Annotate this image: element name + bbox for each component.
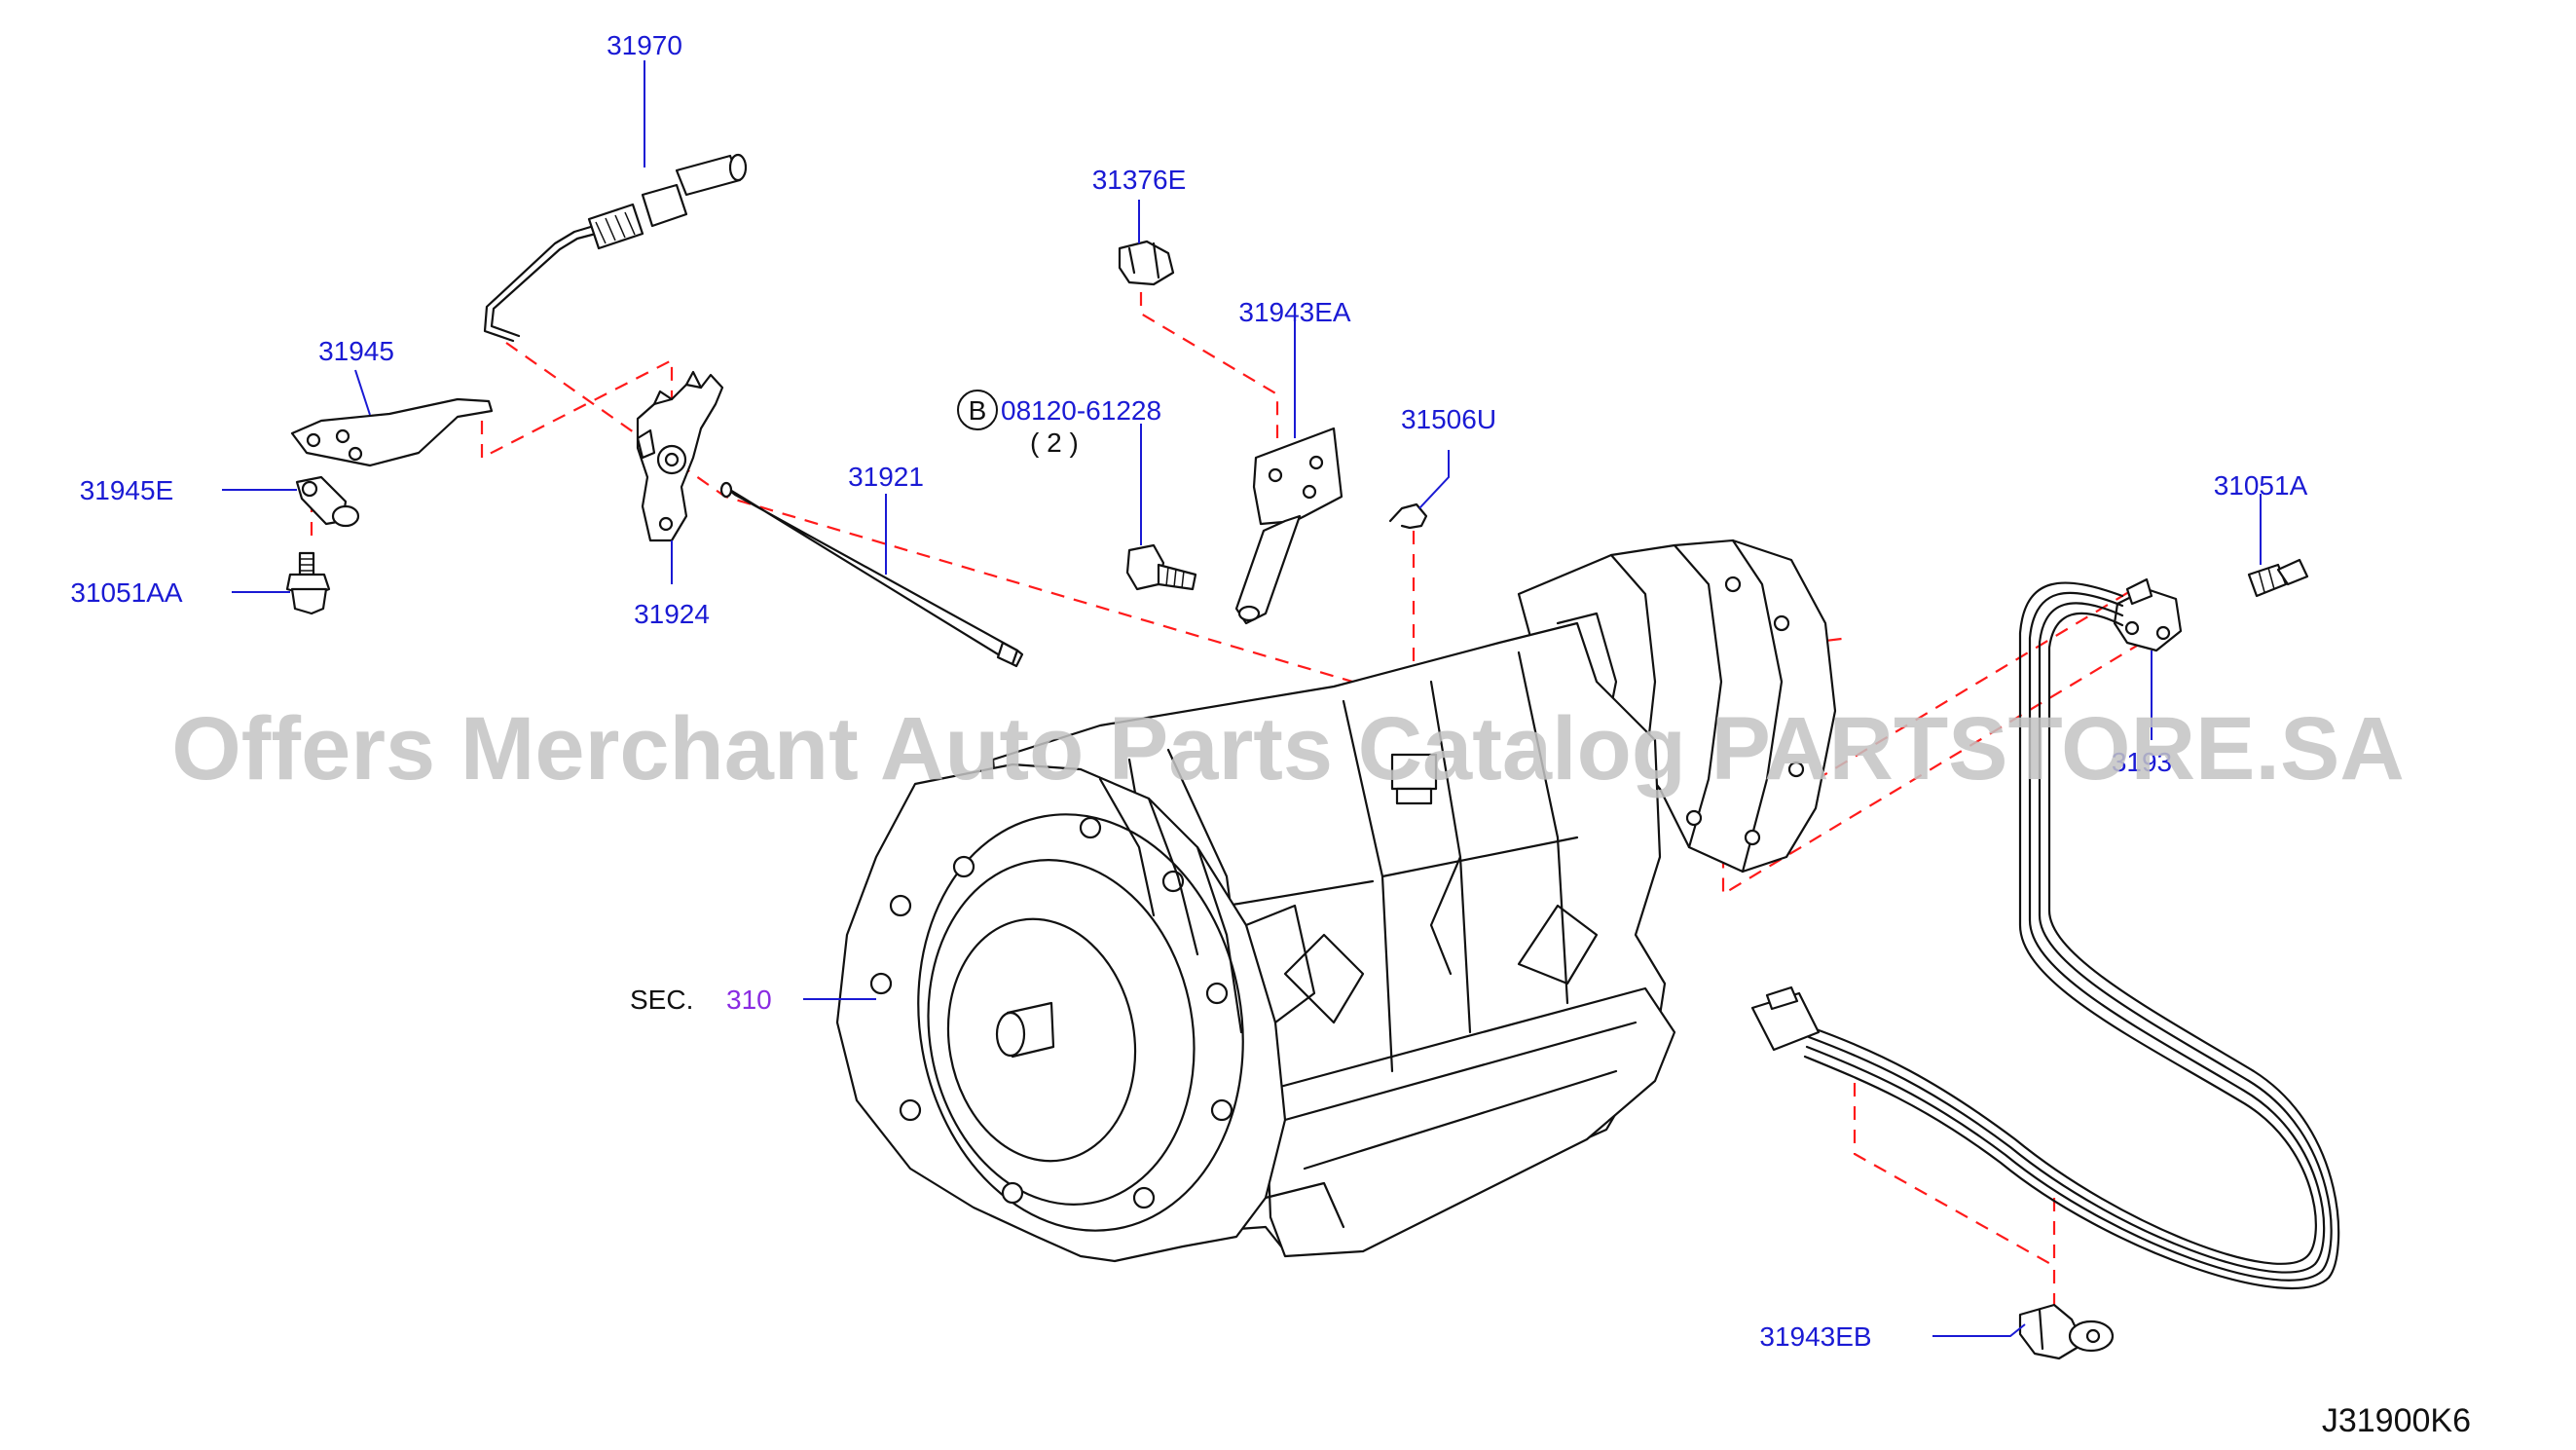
part-31376E-clip [1118,240,1175,286]
section-prefix: SEC. [630,985,693,1015]
label-31943EB[interactable]: 31943EB [1759,1321,1871,1352]
transmission-assembly [835,539,1837,1263]
b-marker-letter: B [969,395,987,426]
label-3193x-partial[interactable]: 3193 [2112,747,2172,777]
part-31051AA-bolt [285,551,331,615]
part-labels: 31970 31945 31945E 31051AA 31924 31921 3… [70,30,2471,1439]
part-31943EA-bracket [1234,427,1343,625]
label-08120-61228-qty: ( 2 ) [1030,428,1079,458]
part-31970-cable [483,153,748,343]
part-3193x-harness [1750,577,2340,1290]
label-31945[interactable]: 31945 [318,336,394,366]
label-31506U[interactable]: 31506U [1401,404,1496,434]
part-31051A-bolt [2247,558,2309,598]
label-31376E[interactable]: 31376E [1092,165,1187,195]
diagram-code: J31900K6 [2322,1402,2471,1439]
label-31051A[interactable]: 31051A [2214,470,2308,501]
part-08120-61228-bolt [1125,543,1197,591]
label-08120-61228[interactable]: 08120-61228 [1001,395,1161,426]
label-31970[interactable]: 31970 [607,30,682,60]
label-31945E[interactable]: 31945E [80,475,174,505]
section-link-310[interactable]: 310 [726,985,772,1015]
label-31924[interactable]: 31924 [634,599,710,629]
part-31943EB-clip [2018,1303,2115,1360]
label-31921[interactable]: 31921 [848,462,924,492]
part-31921-shaft [719,481,1024,668]
b-marker-circle [957,390,998,430]
part-31945-bracket [290,397,494,467]
part-31506U-sensor [1388,502,1428,530]
leader-lines [222,60,2262,1337]
part-31945E-link [295,475,360,528]
part-31924-detent-plate [636,370,724,542]
watermark-text: Offers Merchant Auto Parts Catalog PARTS… [171,699,2405,799]
label-31051AA[interactable]: 31051AA [70,577,183,608]
label-31943EA[interactable]: 31943EA [1238,297,1351,327]
